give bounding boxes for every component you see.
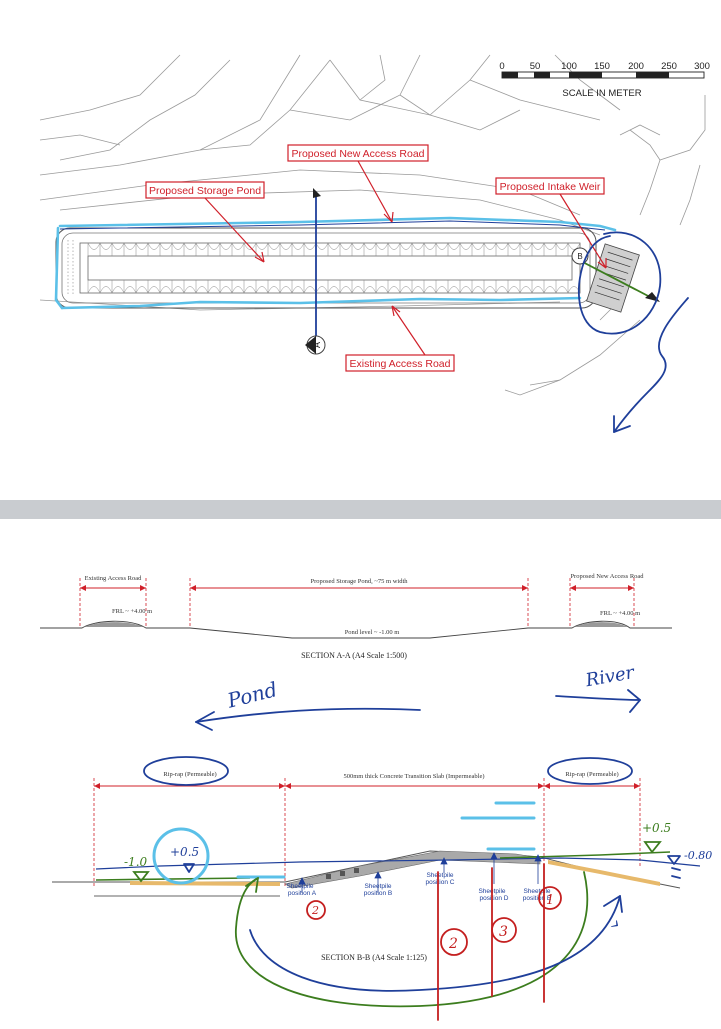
- sheetpile-e-line2: position E: [523, 895, 552, 902]
- svg-text:›: ›: [607, 911, 626, 936]
- scale-tick-250: 250: [661, 61, 677, 72]
- hand-num-1: 1: [546, 893, 554, 908]
- label-storage-pond: Proposed Storage Pond: [149, 185, 261, 197]
- dim-riprap-left: Rip-rap (Permeable): [163, 771, 216, 778]
- sheetpile-c-line2: position C: [426, 879, 455, 886]
- dim-concrete-slab: 500mm thick Concrete Transition Slab (Im…: [344, 773, 485, 780]
- scale-tick-200: 200: [628, 61, 644, 72]
- scale-tick-50: 50: [530, 61, 541, 72]
- label-existing-access-road: Existing Access Road: [350, 358, 451, 370]
- dim-existing-road: Existing Access Road: [85, 575, 142, 582]
- section-bb: Rip-rap (Permeable) 500mm thick Concrete…: [52, 756, 701, 962]
- dim-pond-width: Proposed Storage Pond, ~75 m width: [310, 578, 408, 585]
- sheetpile-a-line1: Sheetpile: [286, 883, 313, 890]
- frl-right: FRL ~ +4.00 m: [600, 610, 640, 617]
- hand-num-2: 2: [448, 936, 458, 952]
- label-intake-weir: Proposed Intake Weir: [500, 181, 601, 193]
- sections-panel: Existing Access Road Proposed Storage Po…: [0, 519, 721, 1024]
- hand-num-2-small: 2: [311, 904, 319, 917]
- dim-new-road: Proposed New Access Road: [570, 573, 644, 580]
- sheetpile-e-line1: Sheetpile: [523, 888, 550, 895]
- section-a-marker: A: [312, 342, 322, 348]
- scale-bar: 0 50 100 150 200 250 300 SCALE IN METER: [499, 61, 710, 99]
- callout-intake-weir: Proposed Intake Weir: [495, 177, 607, 269]
- sheetpile-b-line2: position B: [364, 890, 393, 897]
- sheetpile-a-line2: position A: [288, 890, 317, 897]
- pond-level: Pond level ~ -1.00 m: [345, 629, 400, 636]
- site-contour-lines: [39, 54, 706, 396]
- scale-caption: SCALE IN METER: [562, 88, 641, 99]
- section-aa: Existing Access Road Proposed Storage Po…: [40, 573, 672, 660]
- label-new-access-road: Proposed New Access Road: [291, 148, 424, 160]
- panel-divider: [0, 500, 721, 519]
- dim-riprap-right: Rip-rap (Permeable): [565, 771, 618, 778]
- hand-num-3: 3: [499, 924, 508, 940]
- hand-minus-080: -0.80: [684, 849, 712, 862]
- frl-left: FRL ~ +4.00 m: [112, 608, 152, 615]
- scale-tick-150: 150: [594, 61, 610, 72]
- section-b-marker: B: [577, 252, 582, 261]
- plan-view-drawing: A B 0 50 100 150 200 250: [39, 54, 710, 433]
- section-aa-title: SECTION A-A (A4 Scale 1:500): [301, 651, 407, 660]
- sheetpile-markers: [298, 852, 542, 893]
- callout-existing-access-road: Existing Access Road: [345, 305, 455, 372]
- hand-river-arrow: River: [555, 662, 641, 713]
- sheetpile-c-line1: Sheetpile: [426, 872, 453, 879]
- section-bb-title: SECTION B-B (A4 Scale 1:125): [321, 953, 427, 962]
- hand-plus-half-right: +0.5: [642, 821, 671, 835]
- sections-drawing: Existing Access Road Proposed Storage Po…: [40, 573, 712, 1021]
- section-line-a: A: [305, 188, 326, 355]
- sheetpile-b-line1: Sheetpile: [364, 883, 391, 890]
- pond-panel-grid: [87, 242, 581, 294]
- hand-plus-half-circle: +0.5: [170, 845, 199, 859]
- scale-tick-300: 300: [694, 61, 710, 72]
- sheetpile-d-line2: position D: [480, 895, 509, 902]
- callout-new-access-road: Proposed New Access Road: [287, 144, 429, 223]
- scale-tick-0: 0: [499, 61, 504, 72]
- plan-view-panel: A B 0 50 100 150 200 250: [0, 0, 721, 500]
- hand-annotations-bb: +0.5 -1.0 +0.5 -0.80 ›: [124, 821, 712, 1021]
- hand-label-pond: Pond: [224, 677, 280, 713]
- hand-river-flow-arrow: [613, 297, 689, 433]
- storage-pond: [55, 227, 597, 309]
- hand-ellipse-weir: [577, 231, 662, 335]
- scale-tick-100: 100: [561, 61, 577, 72]
- road-highlights: [54, 216, 617, 310]
- hand-label-river: River: [583, 662, 637, 692]
- hand-pond-arrow: Pond: [195, 677, 421, 731]
- callout-storage-pond: Proposed Storage Pond: [145, 181, 265, 263]
- hand-minus-one: -1.0: [124, 855, 148, 869]
